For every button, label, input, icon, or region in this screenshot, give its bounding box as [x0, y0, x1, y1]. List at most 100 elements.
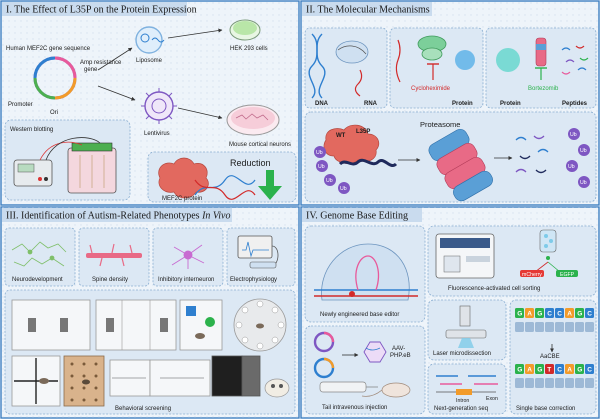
label-gene: gene	[84, 67, 98, 73]
base-tile	[585, 308, 594, 318]
base-tile	[555, 364, 564, 374]
neurodevelopment-icon	[11, 241, 67, 267]
base-letter: A	[527, 311, 532, 318]
base-letter: C	[587, 311, 592, 318]
base-letter: C	[587, 367, 592, 374]
base-tile-complement	[575, 378, 584, 388]
polymerase-icon	[335, 40, 369, 64]
base-tile	[525, 308, 534, 318]
base-letter: G	[537, 367, 542, 374]
electrophoresis-tank-icon	[67, 142, 117, 194]
peptides-icon	[561, 45, 589, 75]
panel-4-title-bg	[302, 208, 422, 222]
plasmid-pair-icon	[313, 331, 335, 379]
base-tile	[565, 364, 574, 374]
base-letter: A	[567, 367, 572, 374]
label-proteasome: Proteasome	[420, 120, 460, 129]
label-promoter: Promoter	[8, 102, 33, 108]
label-neurons: Mouse cortical neurons	[229, 142, 291, 148]
base-letter: G	[517, 367, 522, 374]
base-tile	[575, 364, 584, 374]
inhibit-symbol-icon	[427, 63, 439, 80]
label-amp: Amp resistance	[80, 60, 122, 66]
panel-1-title: I. The Effect of L35P on the Protein Exp…	[6, 5, 197, 16]
light-dark-box-icon	[109, 355, 261, 397]
power-supply-icon	[13, 159, 53, 187]
western-blot-box: Western blotting	[4, 119, 131, 201]
label-ori: Ori	[50, 110, 58, 116]
microscope-icon	[445, 305, 487, 348]
label-ngs: Next-generation seq	[434, 406, 488, 412]
down-arrow-icon	[258, 170, 282, 200]
label-lentivirus: Lentivirus	[144, 131, 170, 137]
panel-1-title-bg	[2, 2, 187, 16]
label-interneuron: Inhibitory interneuron	[158, 277, 214, 283]
label-gene-sequence: Human MEF2C gene sequence	[6, 46, 91, 52]
panel-2: II. The Molecular Mechanisms DNA RNA Cyc…	[300, 0, 600, 206]
label-dna: DNA	[315, 101, 329, 107]
base-letter: A	[567, 311, 572, 318]
base-tile-complement	[555, 322, 564, 332]
base-tile	[545, 308, 554, 318]
svg-text:Ub: Ub	[568, 164, 575, 170]
base-tile-complement	[575, 322, 584, 332]
proteasome-small-icon	[535, 37, 547, 67]
label-intron: Intron	[456, 398, 469, 404]
plus-maze-icon	[11, 355, 61, 407]
degraded-peptides-icon	[515, 135, 549, 174]
panel-3: III. Identification of Autism-Related Ph…	[0, 206, 300, 419]
free-ub-icon: Ub Ub Ub Ub	[566, 128, 590, 188]
label-mef2c: MEF2C protein	[162, 196, 202, 202]
svg-text:Ub: Ub	[318, 164, 325, 170]
label-neurodev: Neurodevelopment	[12, 277, 63, 283]
svg-text:Ub: Ub	[326, 178, 333, 184]
inhibit-symbol-2-icon	[535, 67, 547, 80]
label-cycloheximide: Cycloheximide	[411, 86, 451, 92]
protein-blob-icon	[455, 50, 475, 70]
base-tile-complement	[525, 378, 534, 388]
ribosome-icon	[417, 35, 447, 61]
interneuron-icon	[171, 244, 205, 269]
base-tile	[515, 308, 524, 318]
label-protein-1: Protein	[452, 101, 473, 107]
spine-density-icon	[86, 243, 142, 267]
base-tile-complement	[585, 322, 594, 332]
base-tile	[575, 308, 584, 318]
base-tile	[555, 308, 564, 318]
electrophysiology-icon	[237, 235, 279, 269]
label-reduction: Reduction	[230, 158, 271, 168]
label-mcherry: mCherry	[522, 272, 542, 278]
panel-2-title-bg	[302, 2, 432, 16]
dna-icon	[308, 33, 326, 99]
panel-2-title: II. The Molecular Mechanisms	[306, 5, 430, 16]
panel-3-title-bg	[2, 208, 232, 222]
base-tile-complement	[515, 322, 524, 332]
syringe-mouse-icon	[319, 381, 411, 398]
dna-helix-icon	[194, 175, 256, 200]
open-field-arena-icon	[11, 299, 91, 351]
object-recognition-icon	[179, 299, 223, 351]
base-letter: C	[547, 311, 552, 318]
svg-text:Ub: Ub	[580, 180, 587, 186]
base-tile-complement	[565, 378, 574, 388]
base-tile	[535, 364, 544, 374]
svg-text:Ub: Ub	[570, 132, 577, 138]
base-tile-complement	[585, 378, 594, 388]
base-editor-icon	[314, 243, 418, 301]
holeboard-icon	[63, 355, 105, 407]
label-peptides: Peptides	[562, 101, 588, 107]
label-spine: Spine density	[92, 277, 128, 283]
facs-machine-icon	[435, 233, 495, 279]
plasmid-diagram	[33, 56, 77, 100]
base-letter: C	[557, 367, 562, 374]
label-hek: HEK 293 cells	[230, 46, 268, 52]
base-tile-complement	[525, 322, 534, 332]
three-chamber-icon	[95, 299, 177, 351]
label-laser: Laser microdissection	[433, 351, 491, 357]
panel-3-title: III. Identification of Autism-Related Ph…	[6, 211, 231, 222]
base-tile	[525, 364, 534, 374]
ngs-reads-icon	[436, 375, 498, 395]
ub-chain-icon: Ub Ub Ub Ub	[314, 146, 350, 194]
svg-text:Ub: Ub	[340, 186, 347, 192]
